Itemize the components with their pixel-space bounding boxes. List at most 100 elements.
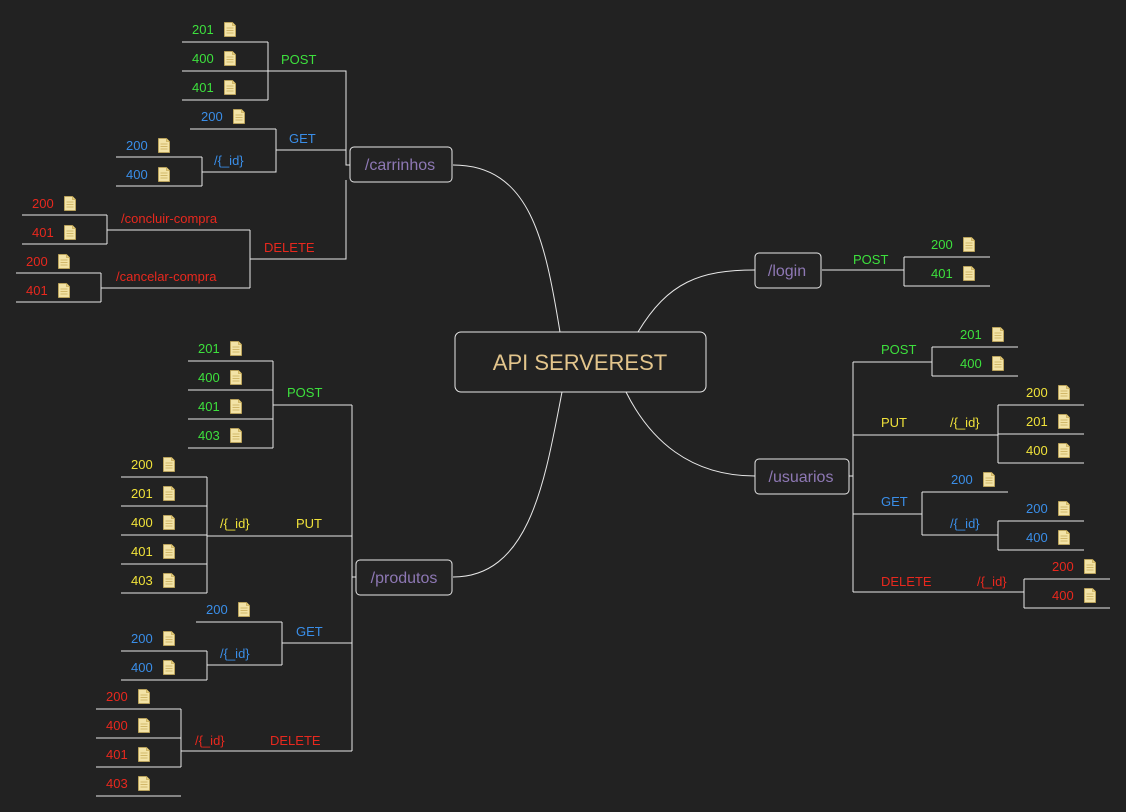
note-icon[interactable] <box>230 370 242 385</box>
note-icon[interactable] <box>158 138 170 153</box>
note-icon[interactable] <box>163 660 175 675</box>
usuarios-get-label[interactable]: GET <box>881 494 908 509</box>
login-post-label[interactable]: POST <box>853 252 888 267</box>
note-icon[interactable] <box>64 196 76 211</box>
carrinhos-get-status-200[interactable]: 200 <box>201 109 245 124</box>
usuarios-post-status-400[interactable]: 400 <box>960 356 1004 371</box>
note-icon[interactable] <box>1058 530 1070 545</box>
note-icon[interactable] <box>983 472 995 487</box>
note-icon[interactable] <box>58 254 70 269</box>
note-icon[interactable] <box>224 80 236 95</box>
note-icon[interactable] <box>230 341 242 356</box>
login-post-status-200[interactable]: 200 <box>931 237 975 252</box>
note-icon[interactable] <box>230 399 242 414</box>
carrinhos-concluir-label[interactable]: /concluir-compra <box>121 211 218 226</box>
carrinhos-post-status-401[interactable]: 401 <box>192 80 236 95</box>
note-icon[interactable] <box>1058 501 1070 516</box>
produtos-post-status-201[interactable]: 201 <box>198 341 242 356</box>
produtos-put-id-status-201[interactable]: 201 <box>131 486 175 501</box>
node-login[interactable]: /login <box>754 252 822 289</box>
note-icon[interactable] <box>138 718 150 733</box>
usuarios-get-status-200[interactable]: 200 <box>951 472 995 487</box>
usuarios-delete-id-status-400[interactable]: 400 <box>1052 588 1096 603</box>
usuarios-put-id-status-400[interactable]: 400 <box>1026 443 1070 458</box>
carrinhos-get-id-label[interactable]: /{_id} <box>214 153 244 168</box>
usuarios-get-id-status-200[interactable]: 200 <box>1026 501 1070 516</box>
carrinhos-get-id-status-200[interactable]: 200 <box>126 138 170 153</box>
carrinhos-get-label[interactable]: GET <box>289 131 316 146</box>
node-produtos[interactable]: /produtos <box>355 559 453 596</box>
usuarios-put-id-status-200[interactable]: 200 <box>1026 385 1070 400</box>
carrinhos-cancelar-label[interactable]: /cancelar-compra <box>116 269 217 284</box>
produtos-put-id-status-200[interactable]: 200 <box>131 457 175 472</box>
usuarios-put-id-status-201[interactable]: 201 <box>1026 414 1070 429</box>
usuarios-post-status-201[interactable]: 201 <box>960 327 1004 342</box>
produtos-delete-id-status-200[interactable]: 200 <box>106 689 150 704</box>
produtos-post-status-403[interactable]: 403 <box>198 428 242 443</box>
produtos-get-id-label[interactable]: /{_id} <box>220 646 250 661</box>
note-icon[interactable] <box>992 327 1004 342</box>
node-carrinhos[interactable]: /carrinhos <box>349 146 453 183</box>
carrinhos-post-status-201[interactable]: 201 <box>192 22 236 37</box>
note-icon[interactable] <box>1084 559 1096 574</box>
carrinhos-post-status-400[interactable]: 400 <box>192 51 236 66</box>
note-icon[interactable] <box>1058 414 1070 429</box>
produtos-put-id-status-403[interactable]: 403 <box>131 573 175 588</box>
note-icon[interactable] <box>138 776 150 791</box>
produtos-delete-label[interactable]: DELETE <box>270 733 321 748</box>
carrinhos-delete-cancelar-status-401[interactable]: 401 <box>26 283 70 298</box>
produtos-delete-id-status-403[interactable]: 403 <box>106 776 150 791</box>
produtos-delete-id-status-401[interactable]: 401 <box>106 747 150 762</box>
note-icon[interactable] <box>230 428 242 443</box>
carrinhos-delete-concluir-status-401[interactable]: 401 <box>32 225 76 240</box>
produtos-post-status-400[interactable]: 400 <box>198 370 242 385</box>
carrinhos-delete-cancelar-status-200[interactable]: 200 <box>26 254 70 269</box>
note-icon[interactable] <box>163 631 175 646</box>
note-icon[interactable] <box>1058 385 1070 400</box>
note-icon[interactable] <box>224 22 236 37</box>
note-icon[interactable] <box>138 689 150 704</box>
note-icon[interactable] <box>163 457 175 472</box>
produtos-delete-id-label[interactable]: /{_id} <box>195 733 225 748</box>
root-node[interactable]: API SERVEREST <box>454 331 707 393</box>
usuarios-delete-id-status-200[interactable]: 200 <box>1052 559 1096 574</box>
usuarios-get-id-status-400[interactable]: 400 <box>1026 530 1070 545</box>
carrinhos-delete-label[interactable]: DELETE <box>264 240 315 255</box>
note-icon[interactable] <box>163 573 175 588</box>
produtos-get-status-200[interactable]: 200 <box>206 602 250 617</box>
note-icon[interactable] <box>1058 443 1070 458</box>
produtos-post-label[interactable]: POST <box>287 385 322 400</box>
node-usuarios[interactable]: /usuarios <box>754 458 850 495</box>
note-icon[interactable] <box>58 283 70 298</box>
carrinhos-delete-concluir-status-200[interactable]: 200 <box>32 196 76 211</box>
produtos-delete-id-status-400[interactable]: 400 <box>106 718 150 733</box>
produtos-get-id-status-400[interactable]: 400 <box>131 660 175 675</box>
produtos-put-id-status-401[interactable]: 401 <box>131 544 175 559</box>
login-post-status-401[interactable]: 401 <box>931 266 975 281</box>
note-icon[interactable] <box>1084 588 1096 603</box>
produtos-get-label[interactable]: GET <box>296 624 323 639</box>
note-icon[interactable] <box>238 602 250 617</box>
usuarios-put-id-label[interactable]: /{_id} <box>950 415 980 430</box>
produtos-post-status-401[interactable]: 401 <box>198 399 242 414</box>
note-icon[interactable] <box>158 167 170 182</box>
usuarios-delete-id-label[interactable]: /{_id} <box>977 574 1007 589</box>
note-icon[interactable] <box>138 747 150 762</box>
usuarios-post-label[interactable]: POST <box>881 342 916 357</box>
note-icon[interactable] <box>992 356 1004 371</box>
usuarios-put-label[interactable]: PUT <box>881 415 907 430</box>
carrinhos-get-id-status-400[interactable]: 400 <box>126 167 170 182</box>
produtos-put-id-label[interactable]: /{_id} <box>220 516 250 531</box>
produtos-put-label[interactable]: PUT <box>296 516 322 531</box>
produtos-get-id-status-200[interactable]: 200 <box>131 631 175 646</box>
note-icon[interactable] <box>963 266 975 281</box>
note-icon[interactable] <box>224 51 236 66</box>
note-icon[interactable] <box>963 237 975 252</box>
usuarios-get-id-label[interactable]: /{_id} <box>950 516 980 531</box>
note-icon[interactable] <box>163 486 175 501</box>
usuarios-delete-label[interactable]: DELETE <box>881 574 932 589</box>
note-icon[interactable] <box>163 544 175 559</box>
note-icon[interactable] <box>233 109 245 124</box>
note-icon[interactable] <box>163 515 175 530</box>
carrinhos-post-label[interactable]: POST <box>281 52 316 67</box>
